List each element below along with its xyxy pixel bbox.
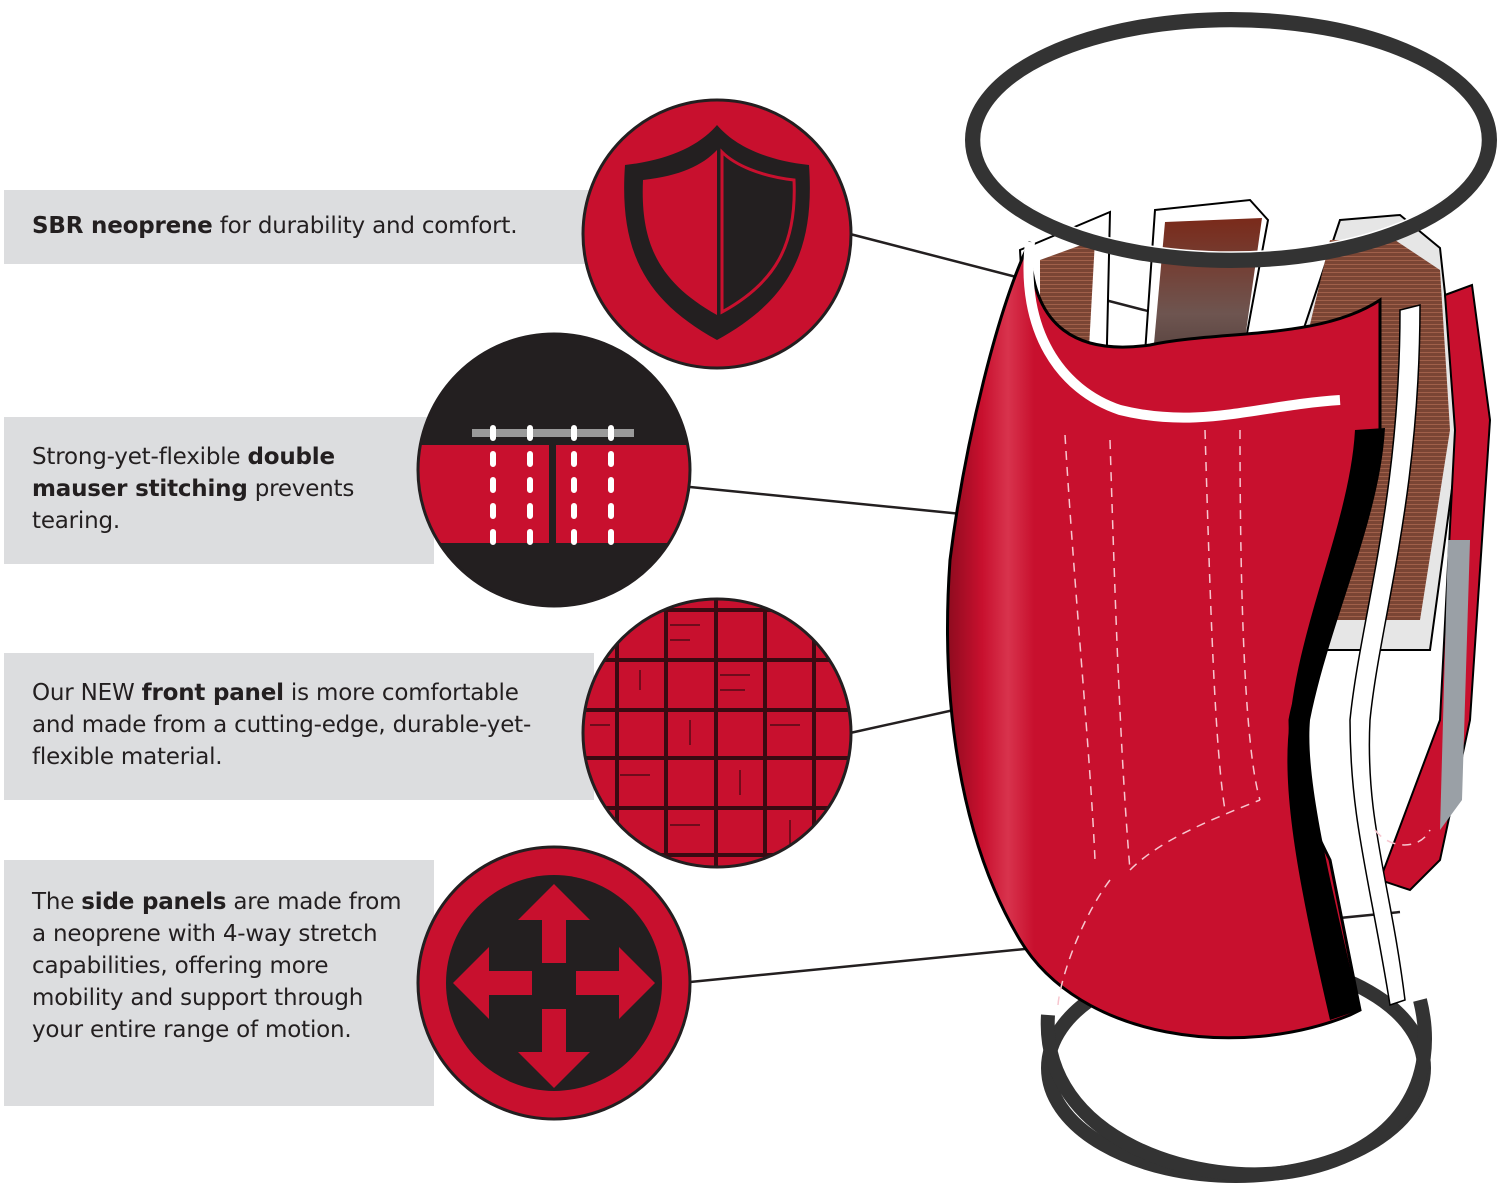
feature-text-side-panels: The side panels are made from a neoprene…: [32, 889, 402, 1043]
feature-text-front-panel: Our NEW front panel is more comfortable …: [32, 680, 532, 770]
stitching-icon: [416, 332, 692, 608]
weave-pattern-icon: [581, 597, 853, 869]
four-way-arrows-icon: [416, 845, 692, 1121]
feature-text-sbr-neoprene: SBR neoprene for durability and comfort.: [32, 213, 518, 239]
knee-sleeve-illustration: [946, 12, 1497, 1183]
feature-band-double-stitching: Strong-yet-flexible double mauser stitch…: [4, 417, 434, 564]
feature-band-side-panels: The side panels are made from a neoprene…: [4, 860, 434, 1106]
feature-text-double-stitching: Strong-yet-flexible double mauser stitch…: [32, 444, 355, 534]
feature-band-sbr-neoprene: SBR neoprene for durability and comfort.: [4, 190, 594, 264]
feature-band-front-panel: Our NEW front panel is more comfortable …: [4, 653, 594, 800]
shield-icon: [581, 98, 853, 370]
